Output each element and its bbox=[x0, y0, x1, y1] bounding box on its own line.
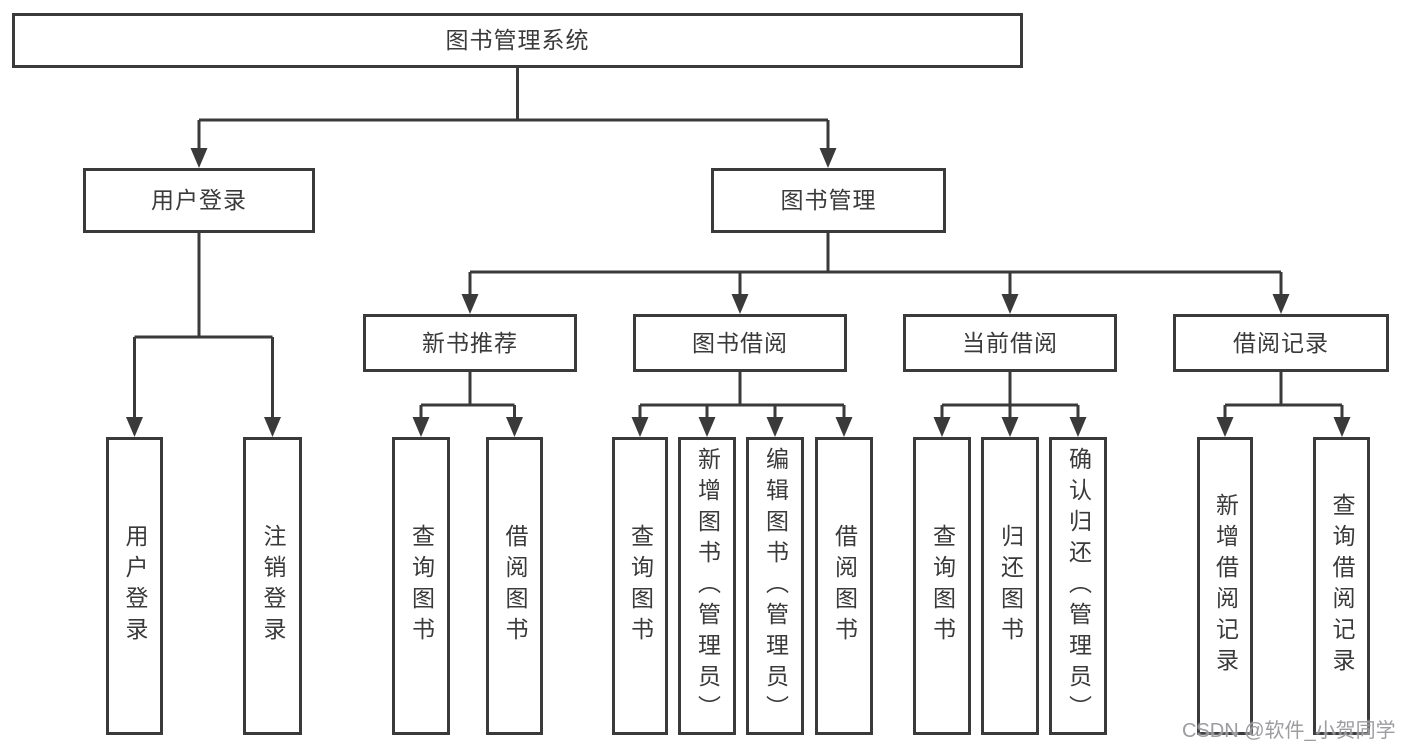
node-book-management: 图书管理 bbox=[711, 168, 946, 233]
node-borrowing-records: 借阅记录 bbox=[1173, 314, 1389, 372]
node-library-management-system: 图书管理系统 bbox=[12, 13, 1023, 68]
node-label: 注销登录 bbox=[260, 524, 286, 648]
node-current-borrowing: 当前借阅 bbox=[903, 314, 1117, 372]
node-new-book-recommend: 新书推荐 bbox=[363, 314, 577, 372]
watermark: CSDN @软件_小贺同学 bbox=[1182, 720, 1396, 742]
leaf-query-books-current: 查询图书 bbox=[913, 437, 971, 735]
leaf-logout: 注销登录 bbox=[243, 437, 302, 735]
node-label: 编辑图书（管理员） bbox=[762, 446, 789, 726]
node-label: 图书借阅 bbox=[692, 329, 788, 356]
node-label: 借阅记录 bbox=[1233, 329, 1329, 356]
node-label: 图书管理系统 bbox=[445, 27, 590, 53]
node-label: 查询图书 bbox=[408, 524, 435, 648]
leaf-edit-book-admin: 编辑图书（管理员） bbox=[746, 437, 804, 735]
node-label: 图书管理 bbox=[780, 187, 877, 213]
leaf-add-borrow-record: 新增借阅记录 bbox=[1197, 437, 1253, 735]
node-label: 查询图书 bbox=[929, 524, 956, 648]
node-label: 归还图书 bbox=[997, 524, 1024, 648]
node-label: 借阅图书 bbox=[502, 524, 528, 648]
leaf-add-book-admin: 新增图书（管理员） bbox=[678, 437, 736, 735]
leaf-borrow-books: 借阅图书 bbox=[815, 437, 873, 735]
node-label: 用户登录 bbox=[151, 187, 247, 213]
node-label: 新增借阅记录 bbox=[1212, 493, 1239, 679]
leaf-borrow-books-recommend: 借阅图书 bbox=[486, 437, 543, 735]
leaf-query-books-recommend: 查询图书 bbox=[392, 437, 450, 735]
leaf-user-login: 用户登录 bbox=[106, 437, 163, 735]
node-label: 借阅图书 bbox=[831, 524, 858, 648]
leaf-confirm-return-admin: 确认归还（管理员） bbox=[1049, 437, 1107, 735]
node-label: 查询借阅记录 bbox=[1329, 493, 1355, 679]
node-label: 新书推荐 bbox=[422, 329, 518, 356]
node-book-borrowing: 图书借阅 bbox=[633, 314, 847, 372]
node-label: 用户登录 bbox=[122, 524, 148, 648]
leaf-return-books: 归还图书 bbox=[981, 437, 1039, 735]
node-label: 新增图书（管理员） bbox=[694, 446, 721, 726]
leaf-query-books-borrowing: 查询图书 bbox=[612, 437, 668, 735]
node-user-login: 用户登录 bbox=[83, 168, 315, 233]
node-label: 确认归还（管理员） bbox=[1065, 446, 1092, 726]
node-label: 查询图书 bbox=[627, 524, 654, 648]
node-label: 当前借阅 bbox=[962, 329, 1058, 356]
leaf-query-borrow-record: 查询借阅记录 bbox=[1313, 437, 1370, 735]
